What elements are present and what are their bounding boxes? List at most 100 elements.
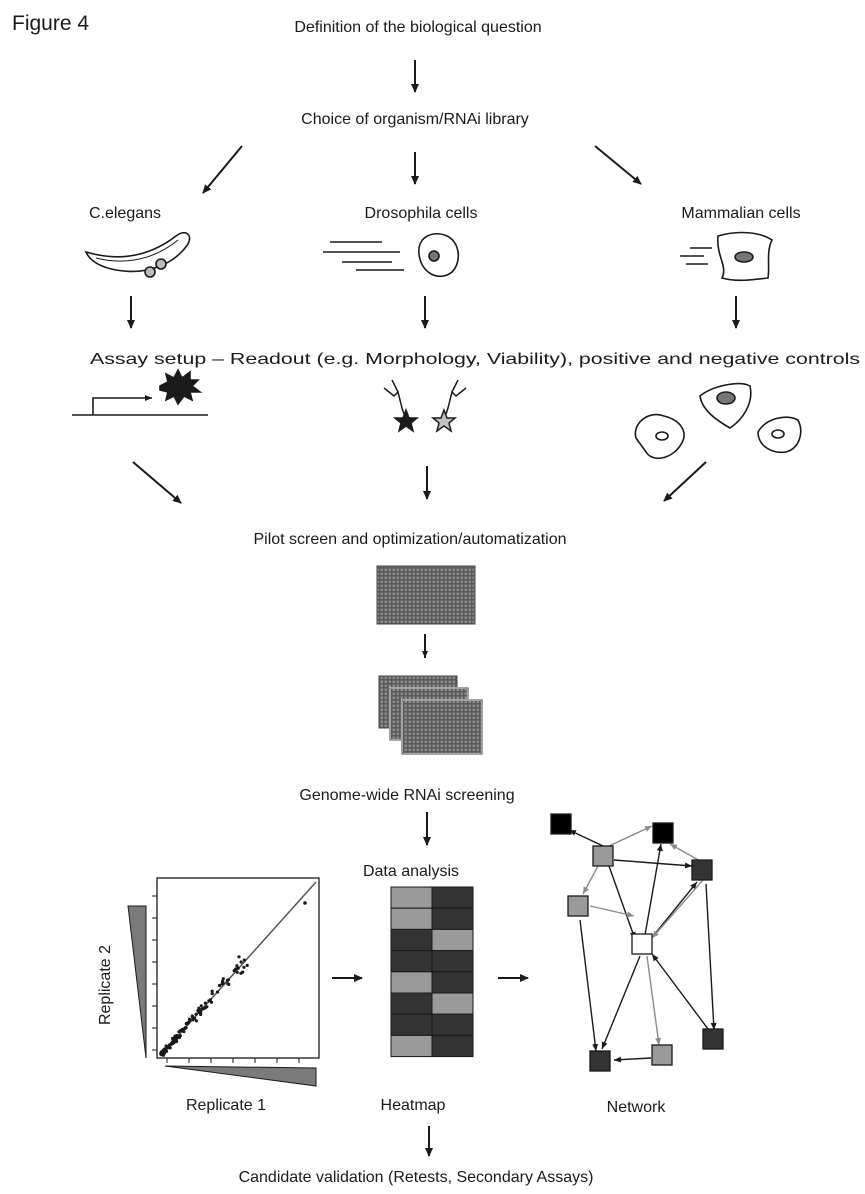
arrow-left-pilot <box>132 461 182 504</box>
heatmap-cell <box>431 886 474 909</box>
scatter-point <box>205 1005 209 1009</box>
arrow-choice-mammalian <box>594 145 642 185</box>
scatter-point <box>197 1006 201 1010</box>
drosophila-cell-icon <box>323 232 460 278</box>
scatter-xlabel: Replicate 1 <box>186 1097 266 1114</box>
network-node <box>691 859 713 881</box>
heatmap-cell <box>390 886 433 909</box>
scatter-point <box>187 1020 191 1024</box>
heatmap-cell <box>390 928 433 952</box>
heatmap-cell <box>431 950 474 973</box>
scatter-point <box>168 1046 172 1050</box>
scatter-points <box>159 901 307 1057</box>
flow-arrows <box>127 60 740 1157</box>
scatter-point <box>210 992 214 996</box>
step-genome: Genome-wide RNAi screening <box>299 787 514 804</box>
scatter-point <box>235 964 239 968</box>
scatter-point <box>165 1045 169 1049</box>
heatmap-cell <box>431 992 474 1015</box>
scatter-point <box>199 1004 203 1008</box>
heatmap-cell <box>431 928 474 952</box>
scatter-point <box>239 960 243 964</box>
arrow-right-pilot <box>663 461 707 502</box>
scatter-point <box>187 1017 192 1021</box>
network-node <box>702 1028 724 1050</box>
scatter-point <box>239 971 243 975</box>
heatmap-cell <box>431 1034 474 1058</box>
heatmap-cell <box>390 971 433 994</box>
step-analysis: Data analysis <box>363 863 459 880</box>
network-node <box>550 813 572 835</box>
scatter-point <box>242 965 246 969</box>
replicate2-wedge <box>127 905 147 1059</box>
scatter-point <box>227 982 231 987</box>
arrow-choice-celegans <box>202 145 243 194</box>
scatter-point <box>177 1030 181 1034</box>
scatter-ylabel: Replicate 2 <box>97 945 114 1025</box>
reporter-assay-icon <box>72 368 208 416</box>
network-nodes <box>550 813 724 1072</box>
replicate1-wedge <box>164 1065 317 1087</box>
scatter-point <box>236 966 240 970</box>
step-assay: Assay setup – Readout (e.g. Morphology, … <box>90 351 860 368</box>
scatter-point <box>226 978 230 982</box>
scatter-point <box>182 1027 187 1031</box>
heatmap-cell <box>390 1034 433 1058</box>
scatter-point <box>178 1034 182 1038</box>
step-pilot: Pilot screen and optimization/automatiza… <box>253 531 566 548</box>
heatmap-label: Heatmap <box>381 1097 446 1114</box>
scatter-point <box>218 983 222 988</box>
scatter-point <box>194 1012 198 1016</box>
scatter-point <box>235 970 239 974</box>
pilot-plate <box>376 565 476 625</box>
scatter-point <box>303 901 307 905</box>
scatter-point <box>234 967 238 971</box>
scatter-point <box>221 977 225 981</box>
network-edges <box>568 825 717 1063</box>
scatter-point <box>207 999 211 1003</box>
scatter-point <box>194 1019 198 1023</box>
scatter-point <box>191 1018 195 1022</box>
scatter-point <box>182 1030 186 1034</box>
scatter-point <box>242 958 246 962</box>
scatter-point <box>203 1001 207 1005</box>
scatter-point <box>170 1040 174 1044</box>
network-node <box>651 1044 673 1066</box>
scatter-point <box>199 1012 203 1017</box>
scatter-point <box>160 1050 164 1054</box>
cell-morphology-icon <box>634 382 802 459</box>
heatmap-cell <box>431 907 474 930</box>
step-choice: Choice of organism/RNAi library <box>301 111 529 128</box>
heatmap-cell <box>390 950 433 973</box>
network-node <box>589 1050 611 1072</box>
figure-label: Figure 4 <box>12 12 89 35</box>
scatter-point <box>216 990 220 994</box>
scatter-panel <box>127 877 320 1087</box>
heatmap <box>390 886 474 1058</box>
scatter-point <box>209 1000 214 1004</box>
network-node <box>567 895 589 917</box>
organism-celegans: C.elegans <box>89 205 161 222</box>
step-question: Definition of the biological question <box>294 19 541 36</box>
organism-mammalian: Mammalian cells <box>681 205 800 222</box>
network-node <box>652 822 674 844</box>
scatter-ticks <box>152 895 300 1063</box>
scatter-point <box>175 1035 179 1039</box>
network <box>550 813 724 1072</box>
heatmap-cell <box>390 907 433 930</box>
mammalian-cell-icon <box>680 231 774 282</box>
heatmap-cell <box>390 992 433 1015</box>
heatmap-cell <box>390 1013 433 1036</box>
scatter-point <box>197 1010 201 1014</box>
scatter-point <box>245 963 249 968</box>
plate-stack <box>378 675 483 755</box>
organism-drosophila: Drosophila cells <box>365 205 478 222</box>
scatter-point <box>210 989 214 993</box>
heatmap-cell <box>431 971 474 994</box>
scatter-point <box>237 955 241 959</box>
heatmap-cell <box>431 1013 474 1036</box>
scatter-point <box>190 1015 195 1020</box>
network-node <box>631 933 653 955</box>
worm-icon <box>84 232 191 278</box>
